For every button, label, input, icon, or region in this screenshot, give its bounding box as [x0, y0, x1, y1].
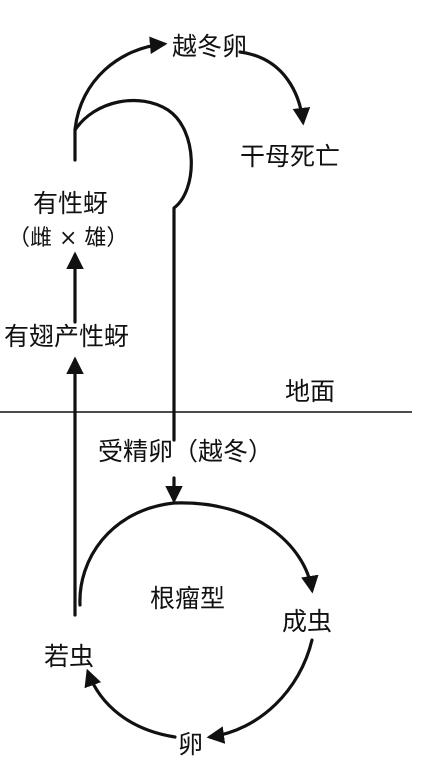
arc-egg-to-nymph [84, 668, 177, 739]
hook-loop [73, 98, 193, 442]
arc-top [78, 501, 319, 607]
arrow-to-stem-mother-dies [238, 50, 311, 126]
label-winged-sexupara: 有翅产性蚜 [4, 322, 129, 351]
arc-adult-to-egg [206, 638, 314, 744]
label-nymph: 若虫 [44, 642, 94, 671]
label-ground: 地面 [285, 377, 335, 406]
arrow-to-overwintering-egg [73, 36, 168, 162]
label-cycle-name: 根瘤型 [150, 584, 225, 613]
label-overwintering-egg: 越冬卵 [172, 32, 247, 61]
label-adult: 成虫 [282, 607, 332, 636]
label-sexual-aphid-sub: （雌 × 雄） [8, 226, 128, 251]
label-stem-mother-dies: 干母死亡 [240, 142, 340, 171]
label-fertilized-egg: 受精卵（越冬） [98, 437, 273, 466]
label-egg: 卵 [178, 730, 203, 759]
label-sexual-aphid: 有性蚜 [33, 189, 108, 218]
